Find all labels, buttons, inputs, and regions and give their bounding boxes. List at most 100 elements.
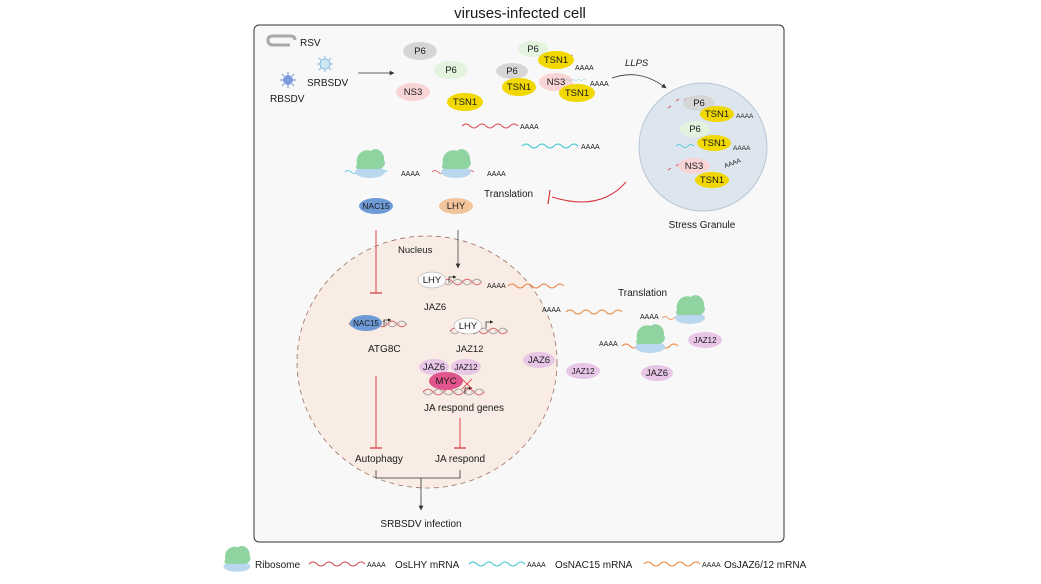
- svg-text:TSN1: TSN1: [565, 88, 589, 99]
- rsv-icon: [266, 34, 297, 47]
- virus-srbsdv: SRBSDV: [307, 56, 348, 89]
- svg-text:JAZ12: JAZ12: [693, 336, 717, 345]
- llps-arrow: [611, 74, 667, 89]
- svg-text:AAAA: AAAA: [581, 144, 600, 151]
- srbsdv-icon: [317, 56, 333, 72]
- svg-text:P6: P6: [693, 98, 705, 109]
- llps-label: LLPS: [625, 58, 649, 69]
- translation-inhibit-arrow: [551, 181, 627, 203]
- svg-text:AAAA: AAAA: [487, 171, 506, 178]
- svg-text:JAZ6: JAZ6: [528, 355, 550, 366]
- nucleus-label: Nucleus: [398, 245, 433, 256]
- svg-text:AAAA: AAAA: [575, 65, 594, 72]
- svg-text:P6: P6: [527, 44, 539, 55]
- protein-p6-1: P6: [403, 42, 437, 60]
- lhy-bound-jaz12: LHY: [453, 317, 483, 335]
- translation-label-top: Translation: [484, 189, 533, 200]
- protein-jaz6-cyto-1: JAZ6: [523, 352, 555, 368]
- mrna-nac15-free: AAAA: [521, 143, 600, 151]
- svg-text:AAAA: AAAA: [520, 124, 539, 131]
- svg-text:TSN1: TSN1: [705, 109, 729, 120]
- svg-text:JAZ6: JAZ6: [423, 362, 445, 373]
- svg-text:AAAA: AAAA: [487, 283, 506, 290]
- mrna-jaz-2: AAAA: [542, 307, 623, 315]
- jaz12-bound: JAZ12: [451, 359, 481, 375]
- myc-bound: MYC: [429, 372, 463, 390]
- protein-lhy: LHY: [439, 198, 473, 214]
- svg-text:AAAA: AAAA: [736, 113, 754, 120]
- svg-text:Ribosome: Ribosome: [255, 560, 300, 571]
- svg-text:AAAA: AAAA: [401, 171, 420, 178]
- page-title: viruses-infected cell: [454, 5, 586, 22]
- protein-jaz12-cyto-2: JAZ12: [688, 332, 722, 348]
- protein-tsn1: TSN1: [447, 93, 483, 111]
- svg-text:P6: P6: [445, 65, 457, 76]
- svg-text:AAAA: AAAA: [367, 562, 386, 569]
- jaz6-bound: JAZ6: [419, 359, 449, 375]
- svg-text:P6: P6: [414, 46, 426, 57]
- legend-nac15-mrna: AAAA OsNAC15 mRNA: [468, 560, 633, 571]
- svg-text:TSN1: TSN1: [702, 138, 726, 149]
- protein-p6-2: P6: [434, 61, 468, 79]
- svg-text:AAAA: AAAA: [702, 562, 721, 569]
- svg-text:JAZ12: JAZ12: [454, 363, 478, 372]
- svg-text:TSN1: TSN1: [700, 175, 724, 186]
- protein-ns3: NS3: [396, 83, 430, 101]
- lhy-bound-jaz6: LHY: [417, 271, 447, 289]
- mrna-jaz-1: AAAA: [487, 283, 565, 290]
- legend: Ribosome AAAA OsLHY mRNA AAAA OsNAC15 mR…: [223, 545, 807, 572]
- svg-text:TSN1: TSN1: [507, 82, 531, 93]
- svg-text:NS3: NS3: [404, 87, 422, 98]
- svg-text:JAZ12: JAZ12: [571, 367, 595, 376]
- rbsdv-icon: [280, 72, 296, 88]
- ribosome-nac15: AAAA: [344, 149, 420, 178]
- autophagy-label: Autophagy: [355, 454, 403, 465]
- svg-text:OsJAZ6/12 mRNA: OsJAZ6/12 mRNA: [724, 560, 807, 571]
- svg-text:AAAA: AAAA: [733, 145, 751, 152]
- jaz6-gene-label: JAZ6: [424, 302, 446, 313]
- stress-granule-label: Stress Granule: [669, 220, 736, 231]
- ja-respond-label: JA respond: [435, 454, 485, 465]
- svg-text:AAAA: AAAA: [527, 562, 546, 569]
- translation-inhibit-bar: [547, 189, 551, 205]
- svg-text:AAAA: AAAA: [640, 314, 659, 321]
- svg-text:P6: P6: [506, 66, 518, 77]
- complex-ns3-tsn1: NS3 AAAA TSN1: [539, 73, 609, 102]
- legend-lhy-mrna: AAAA OsLHY mRNA: [308, 560, 460, 571]
- svg-text:JAZ6: JAZ6: [646, 368, 668, 379]
- srbsdv-label: SRBSDV: [307, 78, 348, 89]
- complex-p6-tsn1-2: P6 TSN1: [496, 63, 536, 96]
- rsv-label: RSV: [300, 38, 321, 49]
- atg8c-gene-label: ATG8C: [368, 344, 401, 355]
- jaz12-gene-label: JAZ12: [456, 344, 483, 355]
- ribosome-lhy: AAAA: [431, 149, 506, 178]
- svg-text:MYC: MYC: [435, 376, 456, 387]
- ribosome-jaz-1: AAAA: [640, 295, 705, 324]
- svg-text:LHY: LHY: [447, 201, 466, 212]
- virus-rbsdv: RBSDV: [270, 72, 305, 105]
- svg-text:NAC15: NAC15: [362, 201, 390, 211]
- svg-text:NS3: NS3: [685, 161, 703, 172]
- protein-jaz12-cyto-1: JAZ12: [566, 363, 600, 379]
- translation-label-bottom: Translation: [618, 288, 667, 299]
- infection-label: SRBSDV infection: [380, 519, 461, 530]
- protein-nac15: NAC15: [359, 198, 393, 214]
- protein-jaz6-cyto-2: JAZ6: [641, 365, 673, 381]
- svg-text:NAC15: NAC15: [353, 319, 379, 328]
- ja-genes-label: JA respond genes: [424, 403, 504, 414]
- svg-text:TSN1: TSN1: [453, 97, 477, 108]
- svg-text:AAAA: AAAA: [542, 307, 561, 314]
- legend-jaz-mrna: AAAA OsJAZ6/12 mRNA: [643, 560, 807, 571]
- stress-granule: P6 TSN1 AAAA P6 TSN1 AAAA NS3 AAAA TSN1: [638, 82, 768, 212]
- legend-ribosome: Ribosome: [223, 545, 300, 572]
- virus-rsv: RSV: [266, 34, 321, 49]
- svg-text:OsLHY mRNA: OsLHY mRNA: [395, 560, 460, 571]
- rbsdv-label: RBSDV: [270, 94, 305, 105]
- svg-text:P6: P6: [689, 124, 701, 135]
- nac15-bound: NAC15: [350, 315, 382, 331]
- svg-text:TSN1: TSN1: [544, 55, 568, 66]
- mrna-jaz-3: AAAA: [599, 341, 679, 349]
- complex-p6-tsn1: P6 TSN1 AAAA: [518, 41, 594, 72]
- svg-text:LHY: LHY: [423, 275, 442, 286]
